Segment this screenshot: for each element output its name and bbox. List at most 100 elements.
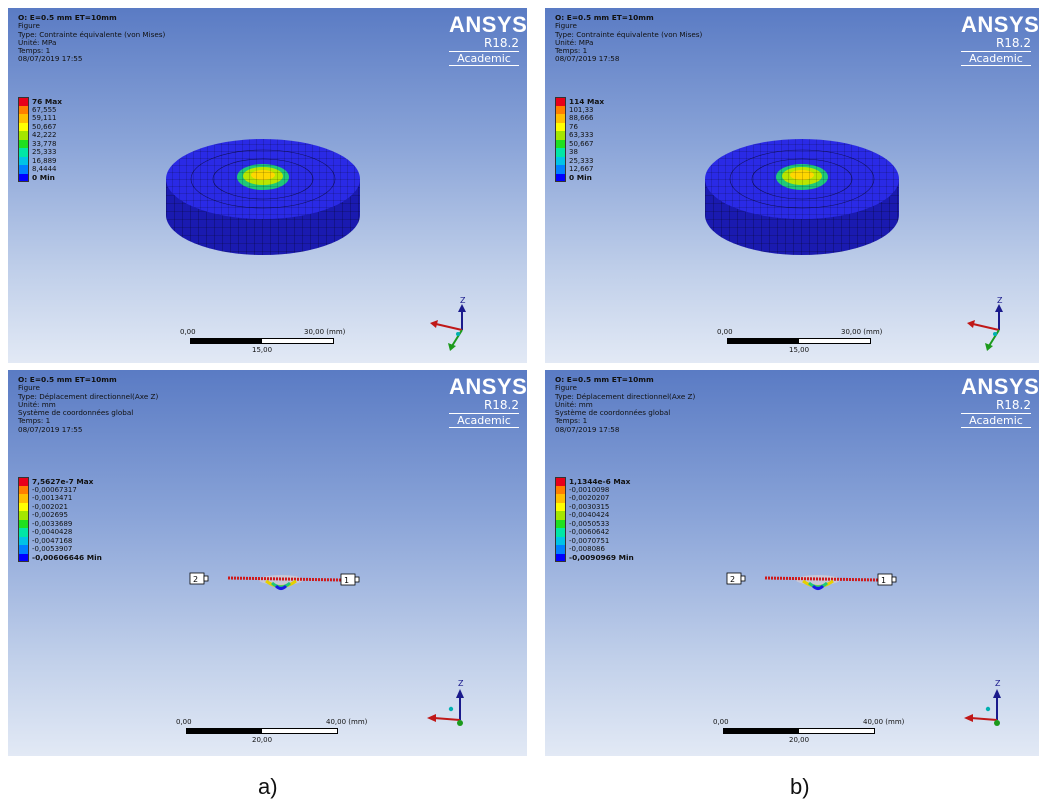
- legend-swatch: [555, 511, 566, 520]
- legend-value: 38: [569, 148, 578, 157]
- result-time: Temps: 1: [555, 416, 588, 426]
- legend-swatch: [18, 545, 29, 554]
- legend-value: -0,0060642: [569, 528, 610, 537]
- legend-swatch: [18, 511, 29, 520]
- axis-z-label: Z: [995, 679, 1001, 688]
- legend-value: 33,778: [32, 139, 57, 148]
- logo-edition: Academic: [961, 413, 1031, 428]
- axis-z-label: Z: [460, 296, 466, 305]
- scale-fill: [728, 339, 799, 343]
- scale-left-label: 0,00: [180, 328, 196, 336]
- legend-value: 0 Min: [569, 173, 592, 183]
- legend-row: -0,0033689: [18, 519, 102, 528]
- legend-swatch: [555, 105, 566, 114]
- legend-value: 25,333: [32, 148, 57, 157]
- axis-triad: Z: [430, 296, 466, 351]
- legend-value: 59,111: [32, 114, 57, 123]
- result-header: O: E=0.5 mm ET=10mm Figure Type: Contrai…: [18, 13, 165, 64]
- legend-swatch: [555, 519, 566, 528]
- legend-row: -0,0013471: [18, 494, 102, 503]
- color-legend: 1,1344e-6 Max-0,0010098-0,0020207-0,0030…: [555, 477, 634, 562]
- panel-displacement-b: O: E=0.5 mm ET=10mm Figure Type: Déplace…: [545, 370, 1039, 756]
- probe-tag-1: 1: [877, 573, 897, 586]
- legend-swatch: [18, 97, 29, 106]
- result-type: Type: Déplacement directionnel(Axe Z): [555, 391, 696, 401]
- scale-mid-label: 15,00: [252, 346, 273, 354]
- figure-label: Figure: [18, 383, 40, 393]
- scale-left-label: 0,00: [717, 328, 733, 336]
- legend-swatch: [555, 477, 566, 486]
- legend-swatch: [555, 545, 566, 554]
- legend-value: -0,0040424: [569, 511, 610, 520]
- legend-row: 50,667: [555, 139, 604, 148]
- legend-row: 101,33: [555, 105, 604, 114]
- logo-edition: Academic: [449, 413, 519, 428]
- legend-swatch: [18, 477, 29, 486]
- result-title: O: E=0.5 mm ET=10mm: [555, 375, 654, 384]
- legend-value: 7,5627e-7 Max: [32, 476, 94, 486]
- legend-value: -0,0033689: [32, 519, 73, 528]
- scale-fill: [724, 729, 799, 733]
- legend-swatch: [18, 114, 29, 123]
- legend-row: 16,889: [18, 156, 62, 165]
- scale-right-label: 30,00 (mm): [841, 328, 883, 336]
- panel-displacement-a: O: E=0.5 mm ET=10mm Figure Type: Déplace…: [8, 370, 527, 756]
- legend-swatch: [555, 173, 566, 182]
- legend-value: -0,002021: [32, 502, 68, 511]
- logo-version: R18.2: [483, 398, 519, 412]
- legend-row: 25,333: [555, 156, 604, 165]
- legend-swatch: [18, 502, 29, 511]
- ansys-logo: ANSYS R18.2 Academic: [449, 14, 527, 66]
- legend-swatch: [18, 173, 29, 182]
- probe-tag-2: 2: [189, 572, 209, 585]
- legend-value: 0 Min: [32, 173, 55, 183]
- legend-swatch: [555, 528, 566, 537]
- legend-row: 25,333: [18, 148, 62, 157]
- legend-row: 8,4444: [18, 165, 62, 174]
- scale-ruler: [190, 338, 334, 344]
- legend-row: -0,0070751: [555, 536, 634, 545]
- legend-swatch: [555, 165, 566, 174]
- result-header: O: E=0.5 mm ET=10mm Figure Type: Déplace…: [555, 375, 696, 434]
- result-title: O: E=0.5 mm ET=10mm: [555, 13, 654, 22]
- result-date: 08/07/2019 17:58: [555, 424, 620, 434]
- ansys-logo: ANSYS R18.2 Academic: [449, 376, 527, 428]
- legend-swatch: [18, 494, 29, 503]
- legend-swatch: [18, 105, 29, 114]
- result-time: Temps: 1: [18, 416, 51, 426]
- legend-row: -0,00067317: [18, 485, 102, 494]
- legend-swatch: [18, 536, 29, 545]
- legend-value: -0,0070751: [569, 536, 610, 545]
- legend-swatch: [555, 148, 566, 157]
- logo-edition: Academic: [961, 51, 1031, 66]
- probe-1-label: 1: [344, 576, 349, 585]
- logo-version: R18.2: [995, 36, 1031, 50]
- result-unit: Unité: mm: [18, 399, 56, 409]
- legend-row: -0,0030315: [555, 502, 634, 511]
- probe-2-label: 2: [193, 575, 198, 584]
- axis-triad: Z: [964, 679, 1001, 726]
- result-title: O: E=0.5 mm ET=10mm: [18, 375, 117, 384]
- legend-swatch: [18, 485, 29, 494]
- legend-value: 88,666: [569, 114, 594, 123]
- ansys-logo: ANSYS R18.2 Academic: [961, 14, 1039, 66]
- legend-value: -0,0050533: [569, 519, 610, 528]
- legend-swatch: [18, 528, 29, 537]
- legend-value: 76: [569, 122, 578, 131]
- legend-value: -0,0020207: [569, 494, 610, 503]
- legend-row: 0 Min: [18, 173, 62, 183]
- legend-value: -0,00606646 Min: [32, 553, 102, 563]
- legend-swatch: [18, 519, 29, 528]
- scale-left-label: 0,00: [176, 718, 192, 726]
- legend-row: -0,0060642: [555, 528, 634, 537]
- scale-bar: 0,00 40,00 (mm) 20,00: [713, 718, 913, 748]
- panel-von-mises-b: O: E=0.5 mm ET=10mm Figure Type: Contrai…: [545, 8, 1039, 363]
- legend-value: 76 Max: [32, 96, 62, 106]
- deformed-profile: 2 1: [189, 572, 360, 590]
- legend-value: -0,0030315: [569, 502, 610, 511]
- legend-swatch: [555, 494, 566, 503]
- legend-value: -0,0090969 Min: [569, 553, 634, 563]
- axis-z-label: Z: [458, 679, 464, 688]
- axis-triad: Z: [967, 296, 1003, 351]
- legend-row: 63,333: [555, 131, 604, 140]
